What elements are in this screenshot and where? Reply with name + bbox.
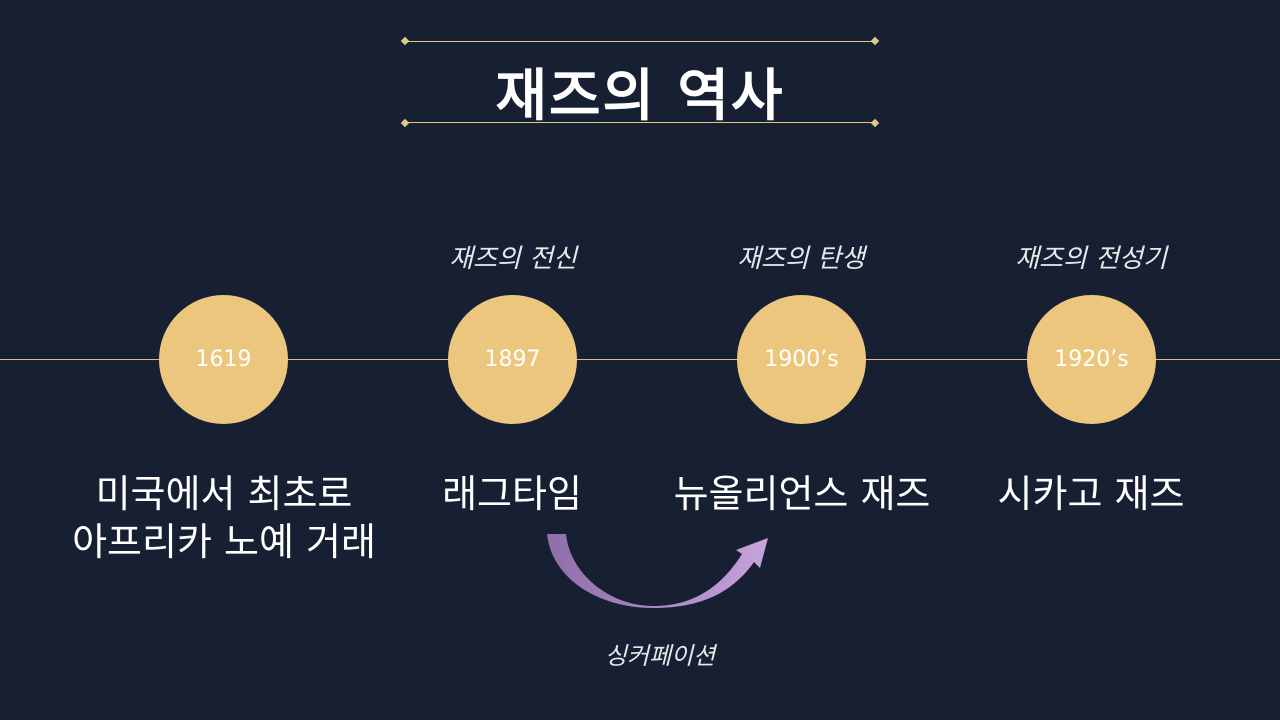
era-label: 재즈의 탄생 bbox=[737, 244, 865, 274]
event-line: 아프리카 노예 거래 bbox=[72, 520, 376, 564]
event-label: 시카고 재즈 bbox=[921, 470, 1261, 518]
arrow-body bbox=[547, 534, 768, 608]
year-circle: 1920’s bbox=[1027, 295, 1156, 424]
year-label: 1920’s bbox=[1054, 347, 1129, 372]
event-label: 미국에서 최초로 아프리카 노예 거래 bbox=[54, 470, 394, 566]
diamond-icon bbox=[400, 36, 410, 46]
year-circle: 1900’s bbox=[737, 295, 866, 424]
era-label: 재즈의 전신 bbox=[449, 244, 577, 274]
title-rule-bottom bbox=[405, 122, 875, 123]
title-frame: 재즈의 역사 bbox=[400, 36, 880, 129]
event-label: 래그타임 bbox=[342, 470, 682, 518]
event-line: 시카고 재즈 bbox=[997, 472, 1185, 516]
era-label: 재즈의 전성기 bbox=[1015, 244, 1167, 274]
event-label: 뉴올리언스 재즈 bbox=[632, 470, 972, 518]
timeline-line bbox=[0, 359, 1280, 360]
page-title: 재즈의 역사 bbox=[495, 64, 785, 129]
event-line: 래그타임 bbox=[442, 472, 582, 516]
year-label: 1900’s bbox=[764, 347, 839, 372]
curved-arrow-icon bbox=[547, 534, 768, 608]
event-line: 미국에서 최초로 bbox=[95, 472, 353, 516]
year-label: 1897 bbox=[484, 347, 541, 372]
year-circle: 1619 bbox=[159, 295, 288, 424]
title-rule-top bbox=[405, 41, 875, 42]
year-circle: 1897 bbox=[448, 295, 577, 424]
year-label: 1619 bbox=[195, 347, 252, 372]
event-line: 뉴올리언스 재즈 bbox=[673, 472, 931, 516]
diamond-icon bbox=[870, 36, 880, 46]
transition-label: 싱커페이션 bbox=[604, 642, 716, 670]
